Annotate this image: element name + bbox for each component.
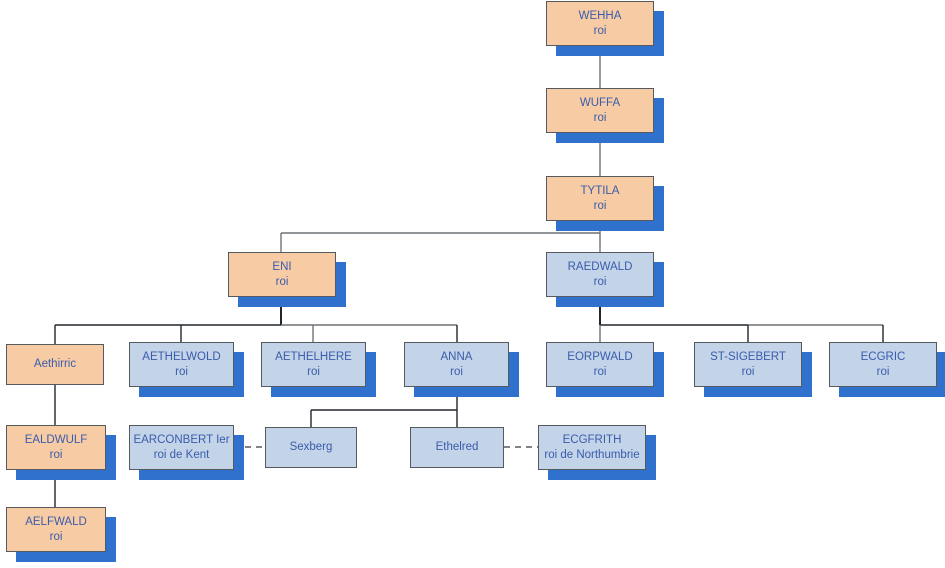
node-name: ECGFRITH (562, 434, 622, 447)
node-name: AETHELHERE (275, 351, 352, 364)
node-subtitle: roi (876, 365, 890, 378)
node-subtitle: roi de Kent (153, 448, 210, 461)
node-name: TYTILA (580, 185, 620, 198)
node-name: ECGRIC (860, 351, 906, 364)
node-subtitle: roi (593, 111, 607, 124)
node-name: EARCONBERT Ier (133, 434, 230, 447)
node-name: AELFWALD (25, 516, 87, 529)
node-subtitle: roi (307, 365, 320, 378)
node-name: ANNA (440, 351, 473, 364)
node-subtitle: roi (49, 448, 63, 461)
node-subtitle: roi (275, 275, 289, 288)
node-name: AETHELWOLD (142, 351, 221, 364)
node-subtitle: roi (593, 365, 607, 378)
node-subtitle: roi de Northumbrie (544, 448, 640, 461)
node-subtitle: roi (49, 530, 63, 543)
node-name: Aethirric (33, 358, 77, 371)
node-name: ST-SIGEBERT (710, 351, 786, 364)
node-aethirric[interactable]: Aethirric (6, 344, 104, 385)
node-sexberg[interactable]: Sexberg (265, 427, 357, 468)
node-name: EALDWULF (24, 434, 88, 447)
node-name: Sexberg (289, 441, 333, 454)
node-name: EORPWALD (567, 351, 633, 364)
node-ethelred[interactable]: Ethelred (410, 427, 504, 468)
node-name: WUFFA (579, 97, 621, 110)
node-subtitle: roi (175, 365, 188, 378)
node-name: Ethelred (435, 441, 479, 454)
node-name: WEHHA (578, 10, 622, 23)
node-subtitle: roi (593, 275, 607, 288)
node-subtitle: roi (593, 24, 607, 37)
node-subtitle: roi (741, 365, 755, 378)
node-subtitle: roi (450, 365, 463, 378)
node-subtitle: roi (593, 199, 607, 212)
node-name: ENI (272, 261, 292, 274)
node-name: RAEDWALD (567, 261, 633, 274)
